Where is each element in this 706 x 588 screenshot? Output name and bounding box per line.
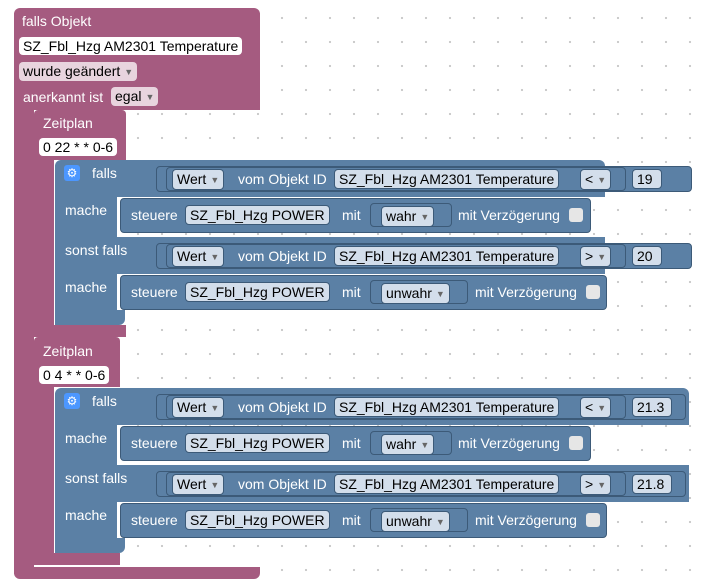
schedule-title: Zeitplan [43, 115, 93, 131]
operator-value: < [585, 399, 594, 415]
property-dropdown[interactable]: Wert▼ [172, 474, 225, 495]
with-label: mit [342, 512, 361, 528]
object-id-label: vom Objekt ID [238, 248, 327, 264]
action-object-field[interactable]: SZ_Fbl_Hzg POWER [185, 205, 330, 225]
trigger-event-dropdown[interactable]: wurde geändert▼ [19, 62, 138, 81]
chevron-down-icon: ▼ [435, 289, 445, 299]
number-field[interactable]: 21.8 [632, 474, 672, 494]
if-label: falls [92, 165, 117, 181]
number-field[interactable]: 20 [632, 246, 662, 266]
chevron-down-icon: ▼ [210, 175, 220, 185]
chevron-down-icon: ▼ [597, 403, 607, 413]
schedule-footer [34, 553, 120, 565]
action-label: steuere [131, 284, 178, 300]
delay-checkbox[interactable] [586, 285, 600, 299]
operator-value: < [585, 171, 594, 187]
number-field[interactable]: 21.3 [632, 397, 672, 417]
value-dropdown[interactable]: unwahr▼ [381, 511, 450, 532]
with-label: mit [342, 284, 361, 300]
gear-icon[interactable]: ⚙ [64, 165, 80, 181]
schedule-cron-field[interactable]: 0 22 * * 0-6 [39, 138, 118, 156]
chevron-down-icon: ▼ [435, 517, 445, 527]
delay-checkbox[interactable] [586, 513, 600, 527]
action-label: steuere [131, 512, 178, 528]
action-object-field[interactable]: SZ_Fbl_Hzg POWER [185, 433, 330, 453]
do-label: mache [65, 507, 108, 523]
chevron-down-icon: ▼ [124, 67, 134, 77]
object-id-label: vom Objekt ID [238, 171, 327, 187]
trigger-ack-dropdown[interactable]: egal▼ [111, 87, 159, 106]
property-value: Wert [177, 248, 207, 264]
delay-label: mit Verzögerung [458, 435, 560, 451]
do-label: mache [65, 202, 108, 218]
schedule-title: Zeitplan [43, 343, 93, 359]
action-label: steuere [131, 435, 178, 451]
chevron-down-icon: ▼ [597, 480, 607, 490]
object-id-field[interactable]: SZ_Fbl_Hzg AM2301 Temperature [334, 169, 560, 189]
operator-dropdown[interactable]: <▼ [580, 397, 612, 418]
elseif-label: sonst falls [65, 242, 128, 258]
value-dropdown[interactable]: unwahr▼ [381, 283, 450, 304]
chevron-down-icon: ▼ [210, 403, 220, 413]
do-label: mache [65, 430, 108, 446]
value-dropdown[interactable]: wahr▼ [381, 206, 435, 227]
trigger-ack-label: anerkannt ist [23, 89, 104, 105]
if-block-footer [55, 310, 125, 325]
property-value: Wert [177, 399, 207, 415]
chevron-down-icon: ▼ [597, 175, 607, 185]
delay-checkbox[interactable] [569, 436, 583, 450]
object-id-label: vom Objekt ID [238, 476, 327, 492]
operator-value: > [585, 248, 594, 264]
object-id-label: vom Objekt ID [238, 399, 327, 415]
value-value: wahr [386, 436, 417, 452]
value-value: wahr [386, 208, 417, 224]
action-object-field[interactable]: SZ_Fbl_Hzg POWER [185, 282, 330, 302]
do-label: mache [65, 279, 108, 295]
trigger-footer [14, 567, 260, 579]
trigger-title: falls Objekt [22, 13, 92, 29]
chevron-down-icon: ▼ [597, 252, 607, 262]
property-value: Wert [177, 171, 207, 187]
schedule-left-bar [34, 380, 54, 565]
action-object-field[interactable]: SZ_Fbl_Hzg POWER [185, 510, 330, 530]
chevron-down-icon: ▼ [210, 480, 220, 490]
property-dropdown[interactable]: Wert▼ [172, 246, 225, 267]
chevron-down-icon: ▼ [420, 440, 430, 450]
with-label: mit [342, 435, 361, 451]
schedule-cron-field[interactable]: 0 4 * * 0-6 [39, 366, 110, 384]
chevron-down-icon: ▼ [145, 92, 155, 102]
delay-label: mit Verzögerung [475, 512, 577, 528]
property-value: Wert [177, 476, 207, 492]
object-id-field[interactable]: SZ_Fbl_Hzg AM2301 Temperature [334, 246, 560, 266]
operator-value: > [585, 476, 594, 492]
trigger-left-bar [14, 100, 34, 574]
delay-label: mit Verzögerung [475, 284, 577, 300]
operator-dropdown[interactable]: >▼ [580, 246, 612, 267]
delay-checkbox[interactable] [569, 208, 583, 222]
trigger-object-field[interactable]: SZ_Fbl_Hzg AM2301 Temperature [19, 37, 243, 55]
chevron-down-icon: ▼ [420, 212, 430, 222]
object-id-field[interactable]: SZ_Fbl_Hzg AM2301 Temperature [334, 397, 560, 417]
object-id-field[interactable]: SZ_Fbl_Hzg AM2301 Temperature [334, 474, 560, 494]
property-dropdown[interactable]: Wert▼ [172, 169, 225, 190]
value-value: unwahr [386, 513, 432, 529]
trigger-event-value: wurde geändert [23, 63, 121, 79]
property-dropdown[interactable]: Wert▼ [172, 397, 225, 418]
if-block-footer [55, 538, 125, 553]
operator-dropdown[interactable]: >▼ [580, 474, 612, 495]
number-field[interactable]: 19 [632, 169, 662, 189]
value-dropdown[interactable]: wahr▼ [381, 434, 435, 455]
delay-label: mit Verzögerung [458, 207, 560, 223]
schedule-footer [34, 325, 126, 337]
operator-dropdown[interactable]: <▼ [580, 169, 612, 190]
gear-icon[interactable]: ⚙ [64, 393, 80, 409]
elseif-label: sonst falls [65, 470, 128, 486]
with-label: mit [342, 207, 361, 223]
trigger-ack-value: egal [115, 88, 142, 104]
if-label: falls [92, 393, 117, 409]
value-value: unwahr [386, 285, 432, 301]
schedule-left-bar [34, 150, 54, 330]
action-label: steuere [131, 207, 178, 223]
chevron-down-icon: ▼ [210, 252, 220, 262]
